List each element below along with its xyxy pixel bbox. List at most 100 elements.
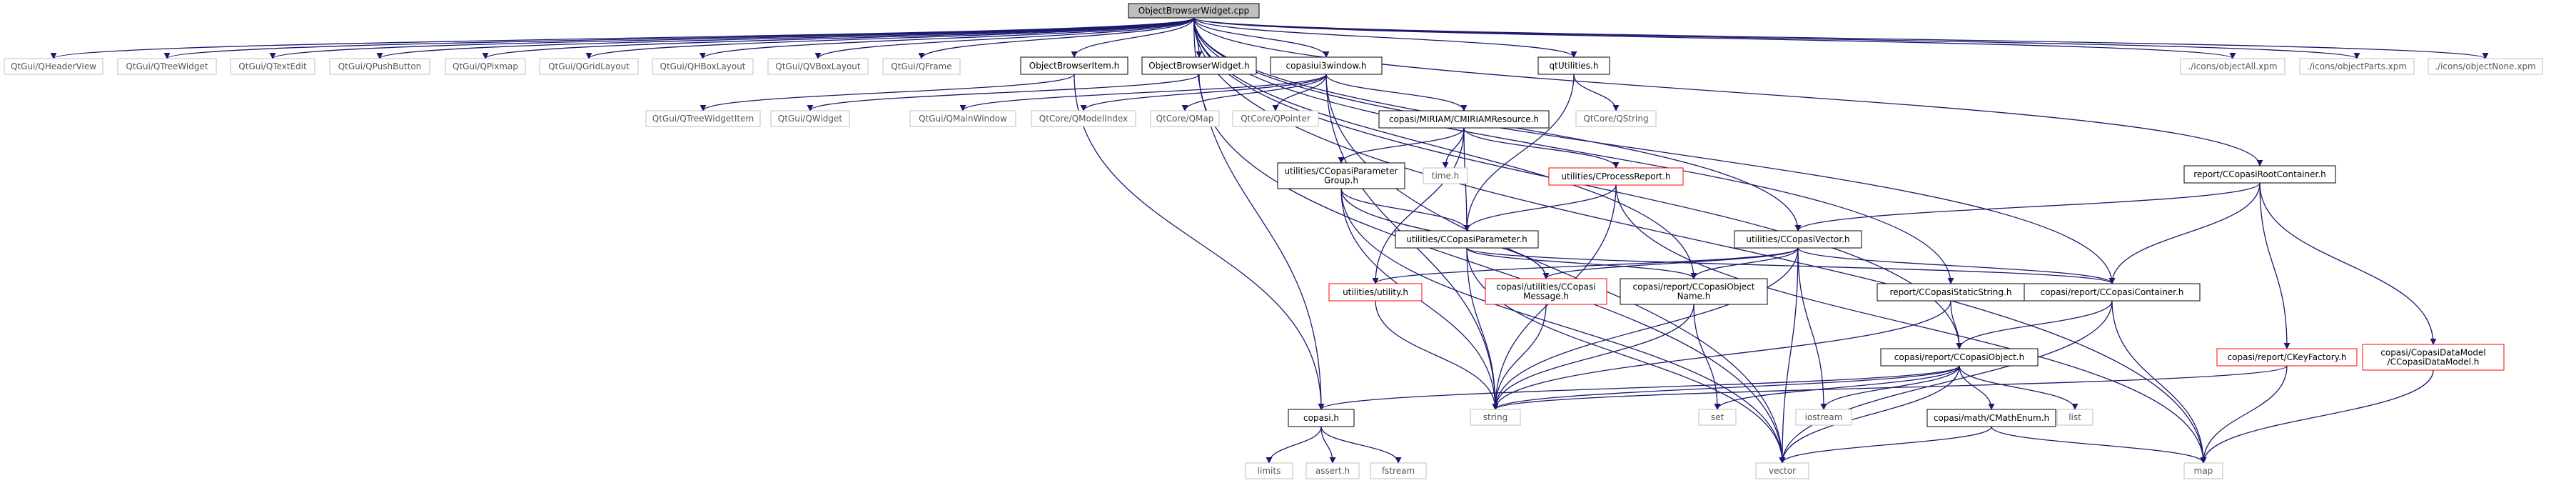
- edge-cmessage-to-string: [1492, 304, 1547, 410]
- node-cprocessreport[interactable]: utilities/CProcessReport.h: [1548, 167, 1684, 186]
- node-box: [2056, 409, 2093, 426]
- node-ccontainer[interactable]: copasi/report/CCopasiContainer.h: [2024, 283, 2201, 302]
- node-copasi3window[interactable]: copasiui3window.h: [1270, 56, 1383, 75]
- node-box: [645, 110, 761, 127]
- node-label: map: [2194, 466, 2213, 476]
- node-cdatamodel[interactable]: copasi/CopasiDataModel/CCopasiDataModel.…: [2362, 344, 2505, 371]
- edge-root-to-copasi3window: [1193, 17, 1330, 58]
- node-label: Message.h: [1523, 292, 1569, 302]
- node-box: [1141, 56, 1257, 75]
- node-box: [909, 110, 1016, 127]
- node-set: set: [1698, 409, 1737, 426]
- edge-ckeyfactory-to-map: [2200, 365, 2288, 464]
- node-qstring: QtCore/QString: [1575, 110, 1657, 127]
- node-box: [1031, 110, 1136, 127]
- edge-cvector-to-ccontainer: [1797, 247, 2116, 284]
- node-label: QtGui/QMainWindow: [919, 114, 1007, 124]
- node-label: QtGui/QHeaderView: [11, 61, 96, 71]
- node-label: limits: [1258, 466, 1281, 476]
- node-box: [230, 58, 315, 75]
- node-cmathenum[interactable]: copasi/math/CMathEnum.h: [1926, 409, 2056, 427]
- node-box: [652, 58, 754, 75]
- edges-layer: [50, 17, 2489, 464]
- edge-copasih-to-asserth: [1320, 426, 1336, 464]
- node-label: string: [1483, 412, 1507, 422]
- edge-cobject-to-set: [1714, 365, 1960, 410]
- edge-cvector-to-vector: [1779, 247, 1799, 464]
- node-qmainwindow: QtGui/QMainWindow: [909, 110, 1016, 127]
- node-qtutilities[interactable]: qtUtilities.h: [1537, 56, 1610, 75]
- node-label: /CCopasiDataModel.h: [2388, 357, 2480, 367]
- node-list: list: [2056, 409, 2093, 426]
- node-cobject[interactable]: copasi/report/CCopasiObject.h: [1880, 348, 2039, 367]
- edge-root-to-qvboxlayout: [814, 17, 1195, 59]
- node-qhboxlayout: QtGui/QHBoxLayout: [652, 58, 754, 75]
- node-label: ObjectBrowserWidget.cpp: [1138, 6, 1250, 16]
- node-label: QtCore/QModelIndex: [1039, 114, 1128, 124]
- node-cvector[interactable]: utilities/CCopasiVector.h: [1734, 230, 1862, 249]
- edge-root-to-qpushbutton: [376, 17, 1195, 59]
- edge-copasi3window-to-cmiriam: [1325, 74, 1468, 111]
- node-label: assert.h: [1315, 466, 1350, 476]
- node-label: utilities/utility.h: [1343, 287, 1408, 297]
- edge-cobject-to-list: [1959, 365, 2079, 410]
- node-staticstring[interactable]: report/CCopasiStaticString.h: [1877, 283, 2025, 302]
- edge-cprocessreport-to-map: [1615, 184, 2207, 464]
- node-box: [1128, 3, 1260, 19]
- node-label: ObjectBrowserItem.h: [1029, 61, 1119, 71]
- edge-cobject-to-cmathenum: [1959, 365, 1995, 410]
- edge-cvector-to-iostream: [1797, 247, 1827, 410]
- edge-cobject-to-copasih: [1318, 365, 1960, 410]
- node-box: [1245, 462, 1293, 479]
- node-box: [2362, 344, 2505, 371]
- edge-obw-to-qwidget: [807, 74, 1200, 111]
- node-label: ./icons/objectAll.xpm: [2188, 61, 2277, 71]
- node-label: copasi/MIRIAM/CMIRIAMResource.h: [1389, 114, 1539, 124]
- edge-root-to-qtreewidget: [163, 17, 1195, 59]
- edge-cobject-to-iostream: [1820, 365, 1960, 410]
- node-label: QtCore/QPointer: [1241, 114, 1310, 124]
- node-qpointer: QtCore/QPointer: [1232, 110, 1319, 127]
- edge-staticstring-to-string: [1492, 300, 1951, 410]
- edge-cmiriam-to-utility: [1372, 127, 1465, 284]
- edge-cprocessreport-to-cparam: [1463, 184, 1617, 231]
- node-asserth: assert.h: [1305, 462, 1360, 479]
- node-box: [1288, 409, 1355, 427]
- edge-root-to-objparts: [1193, 17, 2360, 59]
- edge-obi-to-qtreewidgetitem: [699, 74, 1075, 111]
- node-box: [1232, 110, 1319, 127]
- edge-cvector-to-string: [1492, 247, 1799, 410]
- node-ckeyfactory[interactable]: copasi/report/CKeyFactory.h: [2216, 348, 2358, 367]
- edge-copasi3window-to-qpointer: [1272, 74, 1327, 111]
- node-copasih[interactable]: copasi.h: [1288, 409, 1355, 427]
- node-obw[interactable]: ObjectBrowserWidget.h: [1141, 56, 1257, 75]
- node-label: set: [1711, 412, 1724, 422]
- node-cmiriam[interactable]: copasi/MIRIAM/CMIRIAMResource.h: [1378, 110, 1550, 129]
- node-box: [2180, 58, 2285, 75]
- node-box: [1370, 462, 1427, 479]
- node-label: ./icons/objectNone.xpm: [2435, 61, 2536, 71]
- node-box: [1575, 110, 1657, 127]
- node-label: copasi/report/CCopasiObject.h: [1894, 352, 2024, 362]
- node-box: [1548, 167, 1684, 186]
- node-rootcontainer[interactable]: report/CCopasiRootContainer.h: [2183, 165, 2336, 184]
- node-utility[interactable]: utilities/utility.h: [1328, 283, 1423, 302]
- edge-root-to-objnone: [1193, 17, 2489, 59]
- node-label: vector: [1769, 466, 1796, 476]
- edge-staticstring-to-cobject: [1950, 300, 1963, 349]
- node-box: [4, 58, 103, 75]
- node-fstream: fstream: [1370, 462, 1427, 479]
- node-box: [1277, 162, 1405, 189]
- edge-copasih-to-limits: [1266, 426, 1322, 464]
- node-box: [1270, 56, 1383, 75]
- node-box: [1755, 462, 1809, 479]
- node-cparam[interactable]: utilities/CCopasiParameter.h: [1395, 230, 1539, 249]
- node-label: utilities/CProcessReport.h: [1561, 171, 1670, 181]
- node-box: [1537, 56, 1610, 75]
- node-obi[interactable]: ObjectBrowserItem.h: [1020, 56, 1128, 75]
- node-root[interactable]: ObjectBrowserWidget.cpp: [1128, 3, 1260, 19]
